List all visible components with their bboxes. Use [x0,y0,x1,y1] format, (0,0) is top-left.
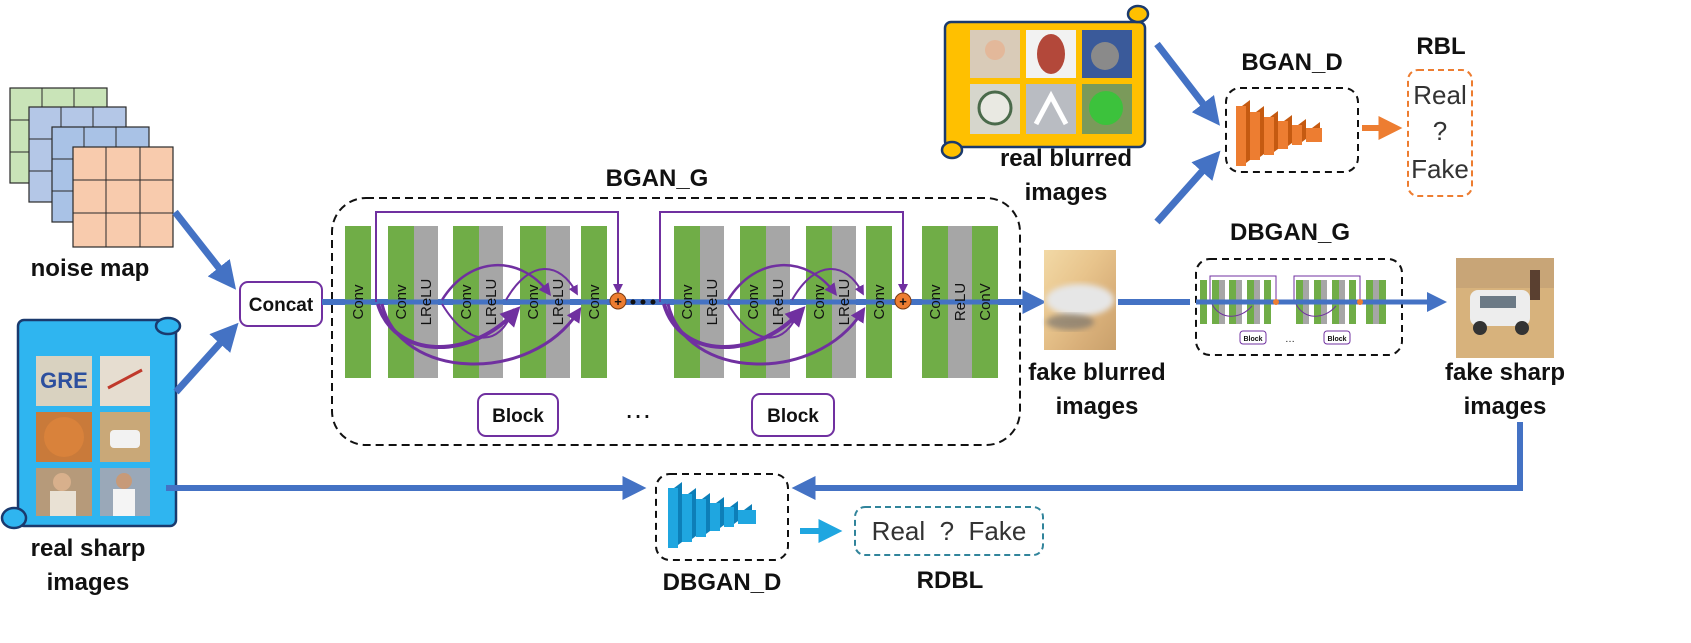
block-label-1: Block [477,393,559,437]
bgan-g-title: BGAN_G [606,165,709,192]
rbl-title: RBL [1416,33,1465,60]
add-node: + [894,292,912,310]
add-node-mini [1273,299,1279,305]
bgan-d-title: BGAN_D [1241,49,1342,76]
bgan-d-discriminator-icon [1236,100,1322,166]
svg-text:GRE: GRE [40,368,88,393]
real-blurred-label-2: images [1025,179,1108,206]
arrow-fake-sharp-to-dbgan-d [791,422,1523,500]
fake-blurred-image [1044,250,1116,350]
arrow-real-blurred-to-bgan-d [1154,41,1220,126]
svg-text:Block: Block [1327,336,1346,343]
rbl-question: ? [1433,116,1447,146]
concat-label: Concat [249,295,314,316]
layer-label: LReLU [418,279,435,326]
layer-label: LReLU [483,279,500,326]
rbl-real: Real [1413,80,1466,110]
rdbl-text: Real ? Fake [872,516,1027,546]
dbgan-d-title: DBGAN_D [663,569,782,596]
rbl-fake: Fake [1411,154,1469,184]
concat-box: Concat [239,281,323,327]
fake-blurred-label-1: fake blurred [1028,359,1165,386]
layer-label: Conv [745,284,762,320]
rbl-box [1407,69,1473,197]
svg-text:+: + [899,294,907,309]
dbgan-g-block-mini-2: Block [1323,330,1351,345]
arrow-sharp-to-concat [173,322,239,395]
skip-connections [375,211,908,366]
svg-text:+: + [614,294,622,309]
dbgan-d-discriminator-icon [668,482,756,548]
bgan-d-box [1225,87,1359,173]
rdbl-title: RDBL [917,567,984,594]
noise-map-label: noise map [31,255,150,282]
noise-grid-peach [72,146,174,248]
layer-label: LReLU [704,279,721,326]
svg-text:Block: Block [767,406,819,427]
layer-label: Conv [525,284,542,320]
layer-label: LReLU [836,279,853,326]
svg-text:Block: Block [1243,336,1262,343]
real-blurred-label-1: real blurred [1000,145,1132,172]
add-node-mini [1357,299,1363,305]
line-ellipsis-dots [630,299,656,305]
block-label-2: Block [751,393,835,437]
layer-label: ReLU [952,283,969,321]
real-sharp-label-1: real sharp [31,535,146,562]
layer-label: Conv [350,284,367,320]
layer-label: LReLU [550,279,567,326]
fake-blurred-label-2: images [1056,393,1139,420]
dbgan-g-box [1195,258,1403,356]
real-sharp-label-2: images [47,569,130,596]
layer-label: Conv [586,284,603,320]
real-blurred-scroll [940,4,1150,160]
real-sharp-scroll: GRE [0,316,182,530]
svg-text:Block: Block [492,406,544,427]
blocks-ellipsis: … [624,393,652,424]
layer-label: Conv [871,284,888,320]
dbgan-g-block-mini-1: Block [1239,330,1267,345]
arrow-noise-to-concat [172,209,237,290]
bgan-g-layer-labels: Conv Conv LReLU Conv LReLU Conv LReLU Co… [350,279,994,326]
layer-label: Conv [393,284,410,320]
dbgan-g-skip-mini [1209,275,1361,317]
add-node: + [609,292,627,310]
fake-sharp-image [1456,258,1554,358]
layer-label: LReLU [770,279,787,326]
bgan-g-box [331,197,1021,446]
rdbl-box [854,506,1044,556]
layer-label: Conv [458,284,475,320]
layer-label: Conv [679,284,696,320]
dbgan-g-ellipsis: … [1285,334,1295,345]
dbgan-d-box [655,473,789,561]
layer-label: Conv [811,284,828,320]
fake-sharp-label-2: images [1464,393,1547,420]
dbgan-g-title: DBGAN_G [1230,219,1350,246]
fake-sharp-label-1: fake sharp [1445,359,1565,386]
layer-label: ConV [977,283,994,321]
arrow-fake-blurred-to-bgan-d [1154,150,1221,225]
layer-label: Conv [927,284,944,320]
noise-map-stack [9,87,174,248]
